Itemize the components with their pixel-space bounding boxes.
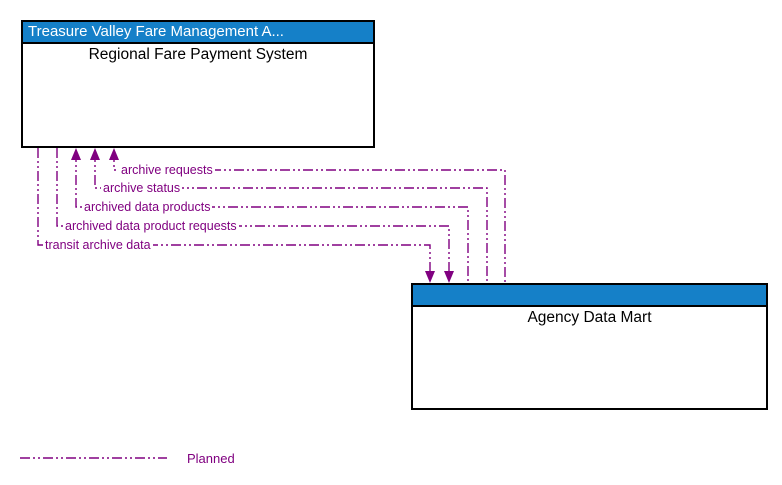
system-box-name: Regional Fare Payment System [88,46,308,63]
system-box-regional-fare-payment-system[interactable]: Treasure Valley Fare Management A... Reg… [21,20,375,148]
data-mart-box-header [413,285,766,307]
flow-label-archive-requests[interactable]: archive requests [119,163,215,177]
arrowhead-down-icon [425,271,435,283]
flow-label-archived-data-product-requests[interactable]: archived data product requests [63,219,239,233]
system-box-agency-data-mart[interactable]: Agency Data Mart [411,283,768,410]
arrowhead-up-icon [90,148,100,160]
arrowhead-up-icon [109,148,119,160]
flow-line-archived-data-product-requests [56,148,450,279]
arrowhead-up-icon [71,148,81,160]
system-box-header: Treasure Valley Fare Management A... [23,22,373,44]
flow-line-archive-requests [113,152,506,283]
flow-line-archived-data-products [75,152,469,283]
legend-label-planned: Planned [187,451,235,466]
flow-label-transit-archive-data[interactable]: transit archive data [43,238,153,252]
flow-label-archived-data-products[interactable]: archived data products [82,200,213,214]
flow-line-transit-archive-data [37,148,431,279]
arrowhead-down-icon [444,271,454,283]
flow-label-archive-status[interactable]: archive status [101,181,183,195]
data-mart-box-name: Agency Data Mart [527,309,652,326]
flow-line-archive-status [94,152,488,283]
